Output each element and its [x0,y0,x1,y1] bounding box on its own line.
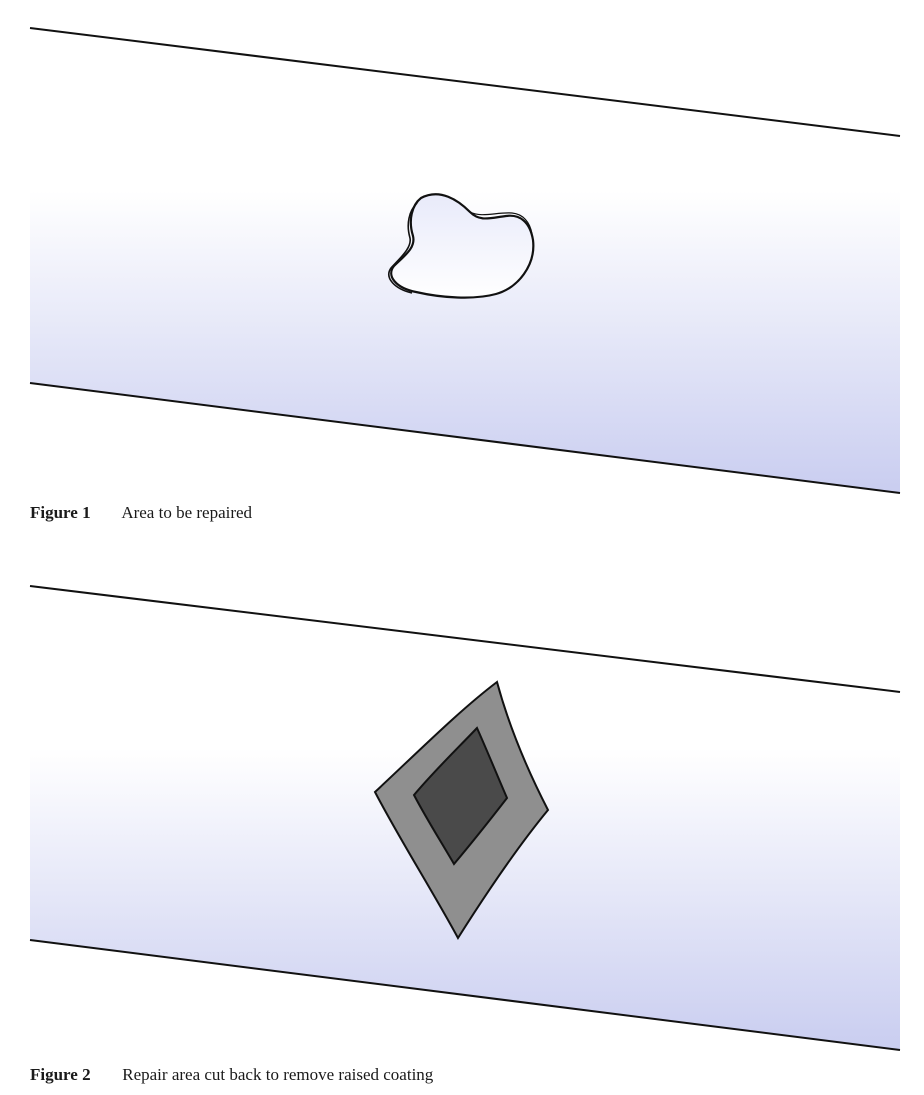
damaged-coating-area [388,193,535,299]
pipe-top-edge [29,27,901,137]
figure-2-label: Figure 2 [30,1065,91,1084]
figure-2-illustration [0,570,924,1060]
pipe-top-edge [29,585,901,693]
figure-1-illustration [0,0,924,500]
cutback-repair-area [373,680,550,940]
figure-1-label: Figure 1 [30,503,91,522]
figure-1-caption-text: Area to be repaired [121,503,253,522]
figure-1-caption: Figure 1 Area to be repaired [30,503,252,523]
figure-2-caption-text: Repair area cut back to remove raised co… [122,1065,434,1084]
pipe-bottom-edge [29,382,901,494]
figure-2-caption: Figure 2 Repair area cut back to remove … [30,1065,433,1085]
pipe-illustration-1 [29,27,901,494]
pipe-bottom-edge [29,939,901,1051]
pipe-illustration-2 [29,585,901,1051]
